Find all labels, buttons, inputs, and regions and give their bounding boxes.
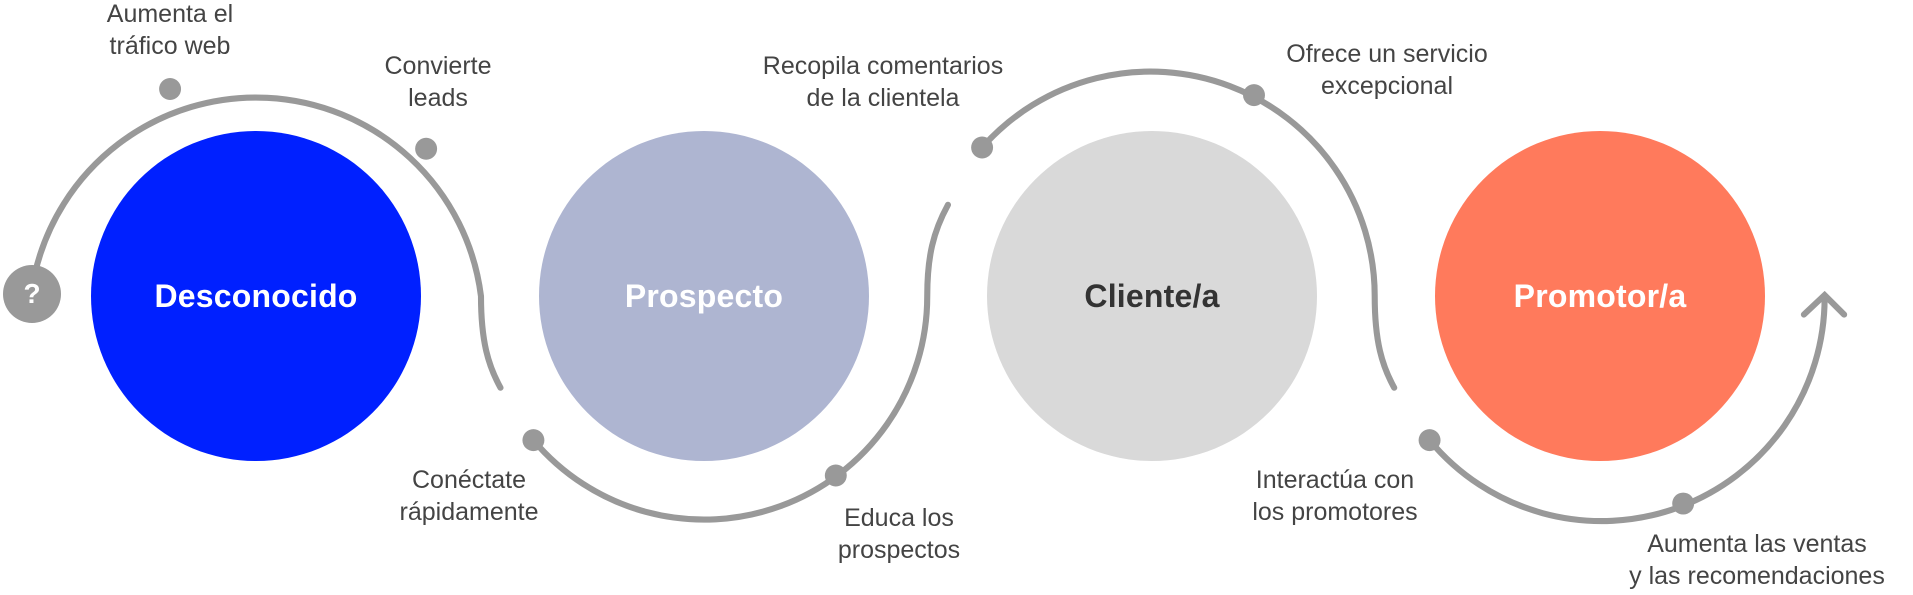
note-line: Educa los <box>844 504 954 532</box>
note-line: Aumenta las ventas <box>1647 530 1867 558</box>
note-line: de la clientela <box>806 84 960 112</box>
stage-unknown: Desconocido <box>91 131 421 461</box>
note-line: tráfico web <box>109 32 231 60</box>
path-dot <box>1243 84 1265 107</box>
note-line: y las recomendaciones <box>1629 562 1885 590</box>
path-dot <box>1418 429 1441 452</box>
path-dot <box>415 137 438 160</box>
note-line: rápidamente <box>399 498 539 526</box>
note-convert: Convierte leads <box>385 50 492 114</box>
note-line: Conéctate <box>412 466 526 494</box>
note-interact: Interactúa con los promotores <box>1252 464 1417 528</box>
arrow-up-icon <box>1800 290 1848 318</box>
note-line: excepcional <box>1320 72 1454 100</box>
path-segment-prospect <box>530 201 952 523</box>
path-segment-unknown <box>31 94 504 391</box>
note-line: prospectos <box>837 536 961 564</box>
stage-client: Cliente/a <box>987 131 1317 461</box>
note-line: Aumenta el <box>106 0 234 28</box>
note-line: Recopila comentarios <box>762 52 1004 80</box>
stage-label: Prospecto <box>624 277 784 314</box>
note-line: los promotores <box>1252 498 1418 526</box>
note-line: Ofrece un servicio <box>1286 40 1488 68</box>
path-dot <box>1672 492 1695 515</box>
path-dot <box>159 78 182 100</box>
stage-label: Cliente/a <box>1084 277 1220 314</box>
path-dot <box>522 429 545 452</box>
path-dot <box>824 464 847 487</box>
note-line: Convierte <box>384 52 492 80</box>
note-service: Ofrece un servicio excepcional <box>1286 38 1487 102</box>
note-line: leads <box>408 84 468 112</box>
note-sales: Aumenta las ventas y las recomendaciones <box>1629 528 1885 592</box>
path-segment-client <box>979 68 1398 391</box>
note-connect: Conéctate rápidamente <box>400 464 539 528</box>
note-feedback: Recopila comentarios de la clientela <box>763 50 1003 114</box>
note-traffic: Aumenta el tráfico web <box>107 0 233 62</box>
stage-label: Promotor/a <box>1513 277 1687 314</box>
stage-promoter: Promotor/a <box>1435 131 1765 461</box>
stage-prospect: Prospecto <box>539 131 869 461</box>
note-educate: Educa los prospectos <box>838 502 960 566</box>
path-dot <box>971 136 994 159</box>
stage-label: Desconocido <box>154 277 358 314</box>
question-icon: ? <box>3 265 61 323</box>
note-line: Interactúa con <box>1255 466 1415 494</box>
